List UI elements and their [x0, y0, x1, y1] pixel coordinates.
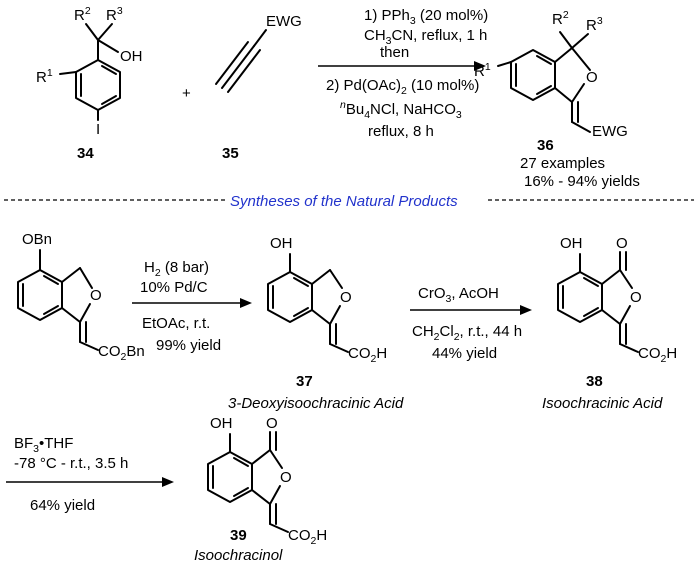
compound-36-oxygen: O — [586, 69, 598, 86]
compound-36-id: 36 — [537, 137, 554, 154]
compound-37: OH O CO2H 37 3-Deoxyisoochracinic Acid — [228, 235, 404, 412]
compound-34-oh: OH — [120, 48, 143, 65]
compound-39-carbonyl-oxygen: O — [266, 415, 278, 432]
section-divider: Syntheses of the Natural Products — [4, 193, 694, 210]
compound-38-carbonyl-oxygen: O — [616, 235, 628, 252]
compound-38-id: 38 — [586, 373, 603, 390]
top-solvent: CH3CN, reflux, 1 h — [364, 27, 487, 47]
top-reaction-conditions: 1) PPh3 (20 mol%) CH3CN, reflux, 1 h the… — [318, 7, 488, 140]
compound-39-acid: CO2H — [288, 527, 327, 547]
step-a-line4: 99% yield — [156, 337, 221, 354]
compound-34: R1 R2 R3 OH I 34 — [36, 5, 143, 162]
compound-34-r3: R3 — [106, 5, 123, 24]
step-b-line2: CH2Cl2, r.t., 44 h — [412, 323, 522, 343]
compound-35-ewg: EWG — [266, 13, 302, 30]
compound-38-oxygen: O — [630, 289, 642, 306]
step-a-line2: 10% Pd/C — [140, 279, 208, 296]
compound-35: EWG 35 — [215, 13, 302, 162]
benzyl-ester-skeleton — [17, 249, 99, 351]
compound-37-name: 3-Deoxyisoochracinic Acid — [228, 395, 404, 412]
compound-38-oh: OH — [560, 235, 583, 252]
compound-38-acid: CO2H — [638, 345, 677, 365]
plus-sign: + — [182, 85, 191, 102]
compound-36-yields: 16% - 94% yields — [524, 173, 640, 190]
compound-36-r1: R1 — [474, 61, 491, 80]
compound-37-skeleton — [267, 253, 349, 353]
top-time: reflux, 8 h — [368, 123, 434, 140]
section-title: Syntheses of the Natural Products — [230, 193, 458, 210]
step-a-arrow-head — [240, 298, 252, 308]
compound-37-oh: OH — [270, 235, 293, 252]
compound-37-id: 37 — [296, 373, 313, 390]
compound-38-skeleton — [557, 251, 639, 353]
compound-39-oxygen: O — [280, 469, 292, 486]
step-a-line1: H2 (8 bar) — [144, 259, 209, 279]
compound-37-acid: CO2H — [348, 345, 387, 365]
top-then: then — [380, 44, 409, 61]
top-additives: nBu4NCl, NaHCO3 — [340, 99, 462, 121]
step-c-line1: BF3•THF — [14, 435, 73, 455]
step-c-line2: -78 °C - r.t., 3.5 h — [14, 455, 128, 472]
step-b-line1: CrO3, AcOH — [418, 285, 499, 305]
compound-36-r2: R2 — [552, 9, 569, 28]
step-c-conditions: BF3•THF -78 °C - r.t., 3.5 h 64% yield — [6, 435, 174, 514]
step-c-arrow-head — [162, 477, 174, 487]
step-a-conditions: H2 (8 bar) 10% Pd/C EtOAc, r.t. 99% yiel… — [132, 259, 252, 354]
compound-34-iodo: I — [96, 121, 100, 138]
compound-39-name: Isoochracinol — [194, 547, 283, 564]
compound-39-skeleton — [207, 431, 289, 533]
compound-36-r3: R3 — [586, 15, 603, 34]
benzyl-ester-obn: OBn — [22, 231, 52, 248]
compound-36: R1 R2 R3 O EWG 36 27 examples 16% - 94% … — [474, 9, 640, 190]
compound-38-name: Isoochracinic Acid — [542, 395, 663, 412]
compound-36-skeleton — [497, 31, 591, 133]
compound-37-oxygen: O — [340, 289, 352, 306]
step-a-line3: EtOAc, r.t. — [142, 315, 210, 332]
compound-36-ewg: EWG — [592, 123, 628, 140]
step-b-line3: 44% yield — [432, 345, 497, 362]
compound-34-id: 34 — [77, 145, 94, 162]
compound-34-ring — [59, 23, 121, 121]
top-step1: 1) PPh3 (20 mol%) — [364, 7, 488, 27]
compound-38: OH O O CO2H 38 Isoochracinic Acid — [542, 235, 677, 412]
compound-34-r2: R2 — [74, 5, 91, 24]
compound-39-oh: OH — [210, 415, 233, 432]
compound-34-r1: R1 — [36, 67, 53, 86]
benzyl-ester-oxygen: O — [90, 287, 102, 304]
step-b-conditions: CrO3, AcOH CH2Cl2, r.t., 44 h 44% yield — [410, 285, 532, 362]
compound-39: OH O O CO2H 39 Isoochracinol — [194, 415, 327, 564]
top-step2: 2) Pd(OAc)2 (10 mol%) — [326, 77, 479, 97]
compound-36-examples: 27 examples — [520, 155, 605, 172]
step-b-arrow-head — [520, 305, 532, 315]
compound-39-id: 39 — [230, 527, 247, 544]
top-arrow-head — [474, 61, 486, 71]
step-c-line3: 64% yield — [30, 497, 95, 514]
benzyl-ester-group: CO2Bn — [98, 343, 145, 363]
compound-benzyl-ester: OBn O CO2Bn — [17, 231, 145, 363]
compound-35-id: 35 — [222, 145, 239, 162]
